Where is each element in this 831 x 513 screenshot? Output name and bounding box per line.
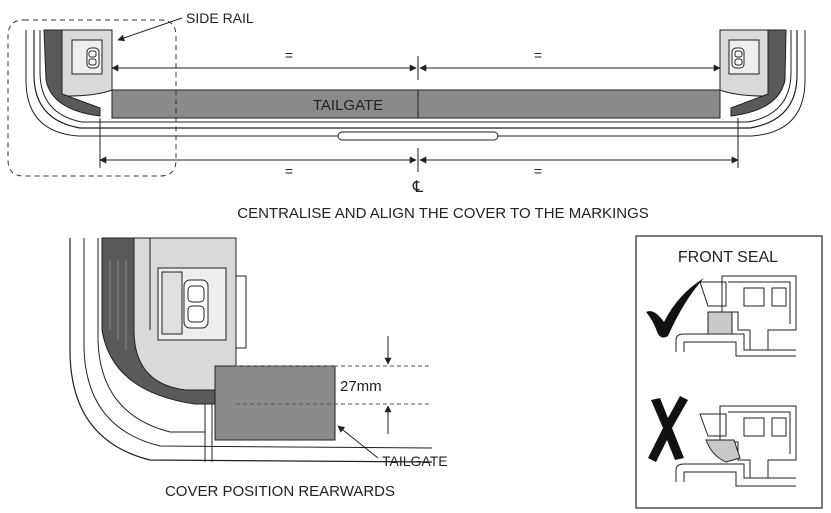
lower-right-equal: = — [534, 163, 542, 179]
lower-left-equal: = — [285, 163, 293, 179]
left-side-wall — [43, 29, 101, 117]
detail-tailgate — [214, 365, 336, 441]
upper-right-equal: = — [534, 47, 542, 63]
upper-left-equal: = — [285, 47, 293, 63]
front-seal-panel: FRONT SEAL — [635, 235, 823, 509]
check-mark-icon — [646, 278, 704, 338]
cover-position-label: COVER POSITION REARWARDS — [165, 483, 395, 500]
centreline-symbol: ℄ — [412, 179, 424, 196]
tailgate-detail-label: TAILGATE — [382, 453, 448, 469]
measurement-27mm: 27mm — [340, 378, 382, 395]
side-rail-callout-box — [7, 19, 177, 177]
top-view: TAILGATE SIDE RAIL = = = = ℄ CENTRALISE … — [7, 10, 806, 222]
seal-good — [707, 311, 733, 335]
right-side-wall — [730, 29, 787, 117]
body-outline — [33, 30, 798, 129]
seal-correct-section — [675, 275, 797, 357]
seal-incorrect-section — [675, 405, 797, 487]
tailgate-top-label: TAILGATE — [313, 97, 383, 114]
cross-mark-icon — [648, 396, 688, 462]
front-seal-title: FRONT SEAL — [678, 249, 778, 266]
centralise-instruction: CENTRALISE AND ALIGN THE COVER TO THE MA… — [237, 205, 649, 222]
tailgate-band — [111, 89, 721, 119]
detail-view: 27mm TAILGATE COVER POSITION REARWARDS — [69, 237, 448, 500]
seal-bad — [705, 439, 741, 463]
side-rail-label: SIDE RAIL — [186, 10, 254, 26]
